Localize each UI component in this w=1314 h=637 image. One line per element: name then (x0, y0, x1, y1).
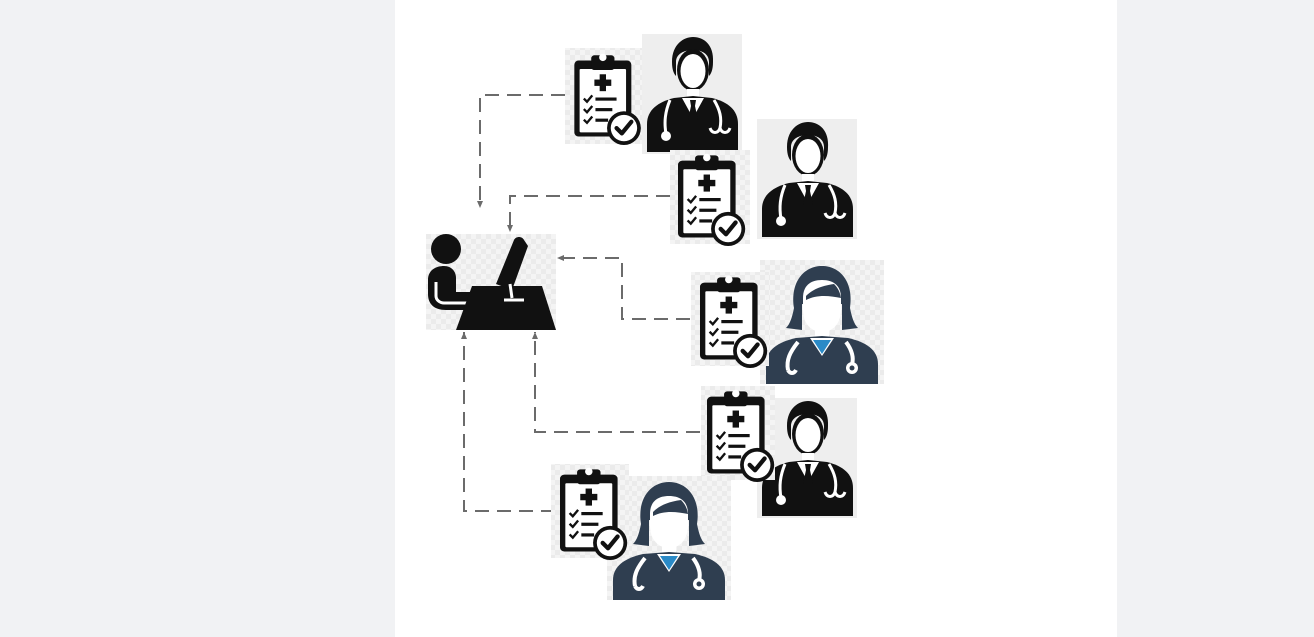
diagram-canvas (395, 0, 1117, 637)
workstation-node (426, 234, 556, 330)
contributor-1 (565, 33, 742, 155)
person-at-computer-icon (428, 234, 556, 330)
arrow-doctor-3 (557, 255, 690, 320)
arrow-doctor-5 (461, 332, 555, 512)
medical-checklist-icon (678, 154, 745, 246)
medical-checklist-icon (707, 390, 774, 482)
contributor-4 (701, 386, 857, 520)
contributor-5 (551, 464, 731, 600)
contributor-2 (670, 118, 857, 246)
arrow-doctor-2 (507, 195, 670, 232)
diagram-svg (426, 33, 1117, 600)
female-doctor-icon (760, 260, 884, 384)
medical-checklist-icon (560, 468, 627, 560)
arrow-doctor-4 (532, 332, 700, 433)
medical-checklist-icon (574, 54, 641, 145)
medical-checklist-icon (700, 276, 767, 368)
male-doctor-icon (642, 33, 742, 155)
male-doctor-icon (757, 118, 857, 240)
connector-arrows (461, 94, 700, 512)
contributor-3 (691, 260, 884, 384)
arrow-doctor-1 (477, 94, 565, 208)
